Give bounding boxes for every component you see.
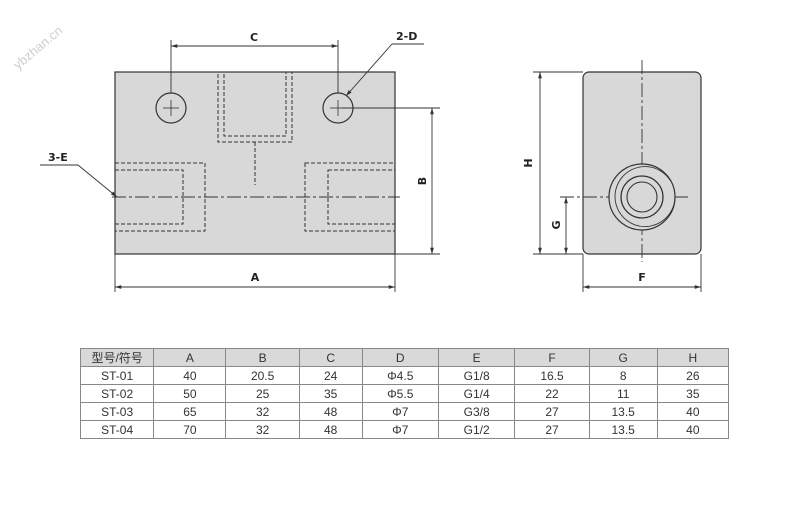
dimension-b — [342, 107, 440, 255]
table-cell: G1/4 — [437, 384, 516, 403]
header-c: C — [298, 348, 363, 367]
header-a: A — [153, 348, 227, 367]
header-h: H — [656, 348, 730, 367]
table-cell: 40 — [656, 420, 730, 439]
side-view: H G F — [522, 60, 702, 292]
table-cell: 65 — [153, 402, 227, 421]
table-row: ST-01 40 20.5 24 Φ4.5 G1/8 16.5 8 26 — [79, 366, 730, 385]
table-cell: 16.5 — [514, 366, 590, 385]
table-cell: Φ4.5 — [361, 366, 439, 385]
table-cell: 25 — [225, 384, 300, 403]
label-g: G — [550, 220, 563, 229]
table-cell: 35 — [298, 384, 363, 403]
table-cell: G3/8 — [437, 402, 516, 421]
dimension-c — [170, 40, 339, 93]
header-f: F — [514, 348, 590, 367]
table-cell: 32 — [225, 420, 300, 439]
label-2d: 2-D — [396, 30, 417, 43]
table-cell: 24 — [298, 366, 363, 385]
table-cell: 70 — [153, 420, 227, 439]
technical-drawing: ybzhan.cn ybzhan.cn — [10, 23, 702, 292]
table-cell: G1/8 — [437, 366, 516, 385]
table-cell: 48 — [298, 420, 363, 439]
dimension-h — [533, 71, 583, 255]
table-cell: 8 — [588, 366, 658, 385]
dimension-a — [114, 254, 396, 292]
header-model: 型号/符号 — [79, 348, 155, 367]
table-cell: 13.5 — [588, 420, 658, 439]
table-cell: 20.5 — [225, 366, 300, 385]
label-a: A — [251, 271, 260, 284]
table-cell: 50 — [153, 384, 227, 403]
label-b: B — [416, 177, 429, 185]
dimension-f — [582, 254, 702, 292]
header-e: E — [437, 348, 516, 367]
watermark-top: ybzhan.cn — [10, 23, 65, 73]
side-port — [608, 163, 676, 231]
table-row: ST-02 50 25 35 Φ5.5 G1/4 22 11 35 — [79, 384, 730, 403]
header-g: G — [588, 348, 658, 367]
table-cell: 22 — [514, 384, 590, 403]
mounting-hole-left — [155, 92, 187, 124]
leader-2d — [345, 43, 424, 97]
table-cell: 27 — [514, 402, 590, 421]
table-cell: ST-02 — [79, 384, 155, 403]
table-cell: Φ7 — [361, 402, 439, 421]
table-cell: ST-01 — [79, 366, 155, 385]
label-f: F — [638, 271, 646, 284]
table-row: ST-04 70 32 48 Φ7 G1/2 27 13.5 40 — [79, 420, 730, 439]
table-cell: G1/2 — [437, 420, 516, 439]
table-cell: 48 — [298, 402, 363, 421]
table-cell: ST-04 — [79, 420, 155, 439]
leader-3e — [40, 164, 118, 198]
table-cell: Φ5.5 — [361, 384, 439, 403]
label-c: C — [250, 31, 258, 44]
top-port — [217, 71, 293, 185]
table-cell: 13.5 — [588, 402, 658, 421]
table-row: ST-03 65 32 48 Φ7 G3/8 27 13.5 40 — [79, 402, 730, 421]
table-header-row: 型号/符号 A B C D E F G H — [79, 348, 730, 367]
header-b: B — [225, 348, 300, 367]
table-cell: 40 — [656, 402, 730, 421]
label-h: H — [522, 158, 535, 167]
table-cell: 26 — [656, 366, 730, 385]
header-d: D — [361, 348, 439, 367]
spec-table: 型号/符号 A B C D E F G H ST-01 40 20.5 24 Φ… — [79, 348, 730, 439]
label-3e: 3-E — [48, 151, 68, 164]
table-cell: 27 — [514, 420, 590, 439]
table-cell: Φ7 — [361, 420, 439, 439]
table-cell: 11 — [588, 384, 658, 403]
table-cell: ST-03 — [79, 402, 155, 421]
front-view: C 2-D 3-E B A — [40, 30, 440, 292]
table-cell: 40 — [153, 366, 227, 385]
table-cell: 35 — [656, 384, 730, 403]
table-cell: 32 — [225, 402, 300, 421]
